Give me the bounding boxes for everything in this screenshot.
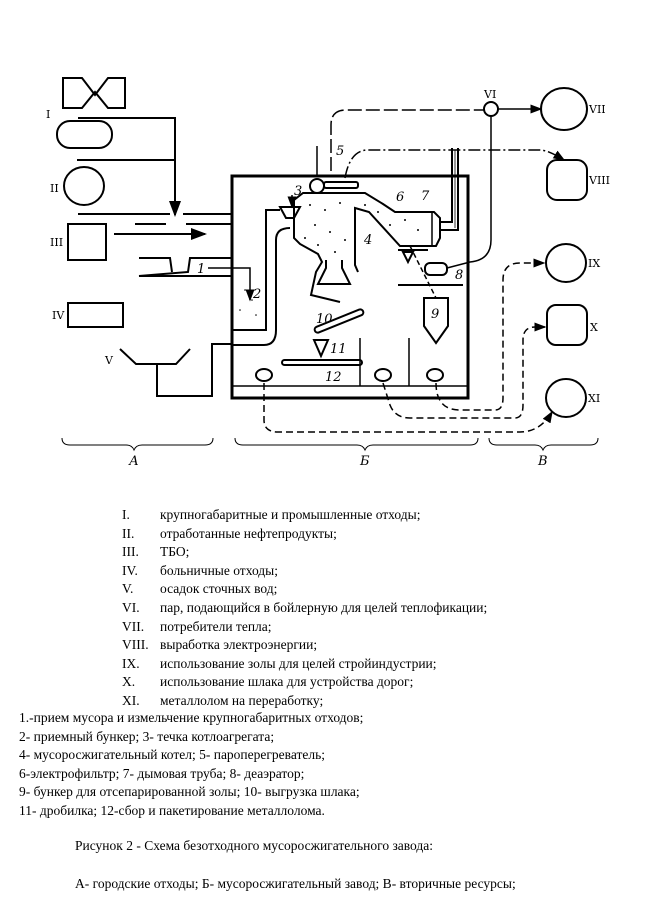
legend-item: V.осадок сточных вод; [122,581,278,597]
output-vii-shape [540,87,588,131]
legend-line: 6-электрофильтр; 7- дымовая труба; 8- де… [19,765,305,781]
legend-line: 4- мусоросжигательный котел; 5- паропере… [19,747,326,763]
legend-item: VII.потребители тепла; [122,618,272,634]
legend-arabic-list: 1.-прием мусора и измельчение крупногаба… [19,709,363,821]
source-ii-shape [63,166,105,206]
group-label-b: Б [359,454,370,469]
legend-item: IX.использование золы для целей стройинд… [122,655,437,671]
plant-diagram: I II III IV V VI VII VIII IX X XI 1 2 3 … [46,77,610,469]
legend-line: 1.-прием мусора и измельчение крупногаба… [19,710,364,725]
steam-node-vi [483,101,499,117]
label-4: 4 [363,233,372,248]
source-truck-icon [62,77,126,109]
crusher-11 [312,339,330,359]
legend-item: VIII.выработка электроэнергии; [122,637,318,653]
legend-item: I.крупногабаритные и промышленные отходы… [122,507,421,522]
output-x-shape [546,304,588,346]
label-5: 5 [336,144,344,159]
legend-item: III.ТБО; [122,544,190,560]
magnet-separator [255,368,444,382]
label-iv: IV [52,309,65,322]
label-7: 7 [421,189,430,204]
label-12: 12 [325,370,342,385]
group-label-c: В [537,454,548,469]
stack-7 [439,148,459,231]
label-xi: XI [588,392,600,405]
legend-item: X.использование шлака для устройства дор… [122,674,414,690]
superheater-5 [309,178,325,194]
legend-item: II.отработанные нефтепродукты; [122,525,337,541]
legend-line: 9- бункер для отсепарированной золы; 10-… [19,784,360,800]
output-viii-shape [546,159,588,201]
legend-roman-list: I.крупногабаритные и промышленные отходы… [122,506,487,711]
legend-item: VI.пар, подающийся в бойлерную для целей… [122,599,488,615]
label-vii: VII [588,103,606,116]
receiver-1 [138,257,233,277]
legend-item: XI.металлолом на переработку; [122,692,324,708]
chute-3 [278,206,302,219]
label-8: 8 [455,268,463,283]
ash-bunker-9 [423,297,449,345]
source-iii-shape [67,223,107,261]
slag-conveyor-10 [313,308,365,334]
legend-item: IV.больничные отходы; [122,562,278,578]
label-1: 1 [197,262,205,277]
brace-c [488,437,599,452]
label-i: I [46,108,50,121]
label-ix: IX [588,257,600,270]
source-iv-shape [67,302,124,328]
source-i-shape [56,120,113,149]
label-11: 11 [330,342,347,357]
label-iii: III [50,236,63,249]
label-viii: VIII [588,174,610,187]
label-ii: II [50,182,59,195]
group-label-a: А [128,454,139,469]
deaerator-8 [424,262,448,276]
legend-line: 11- дробилка; 12-сбор и пакетирование ме… [19,802,325,818]
output-ix-shape [545,243,587,283]
label-x: X [590,321,598,334]
label-vi: VI [483,88,496,101]
label-9: 9 [431,307,439,322]
groups-legend: А- городские отходы; Б- мусоросжигательн… [75,876,516,891]
ash-particles [239,202,419,316]
label-10: 10 [316,312,333,327]
legend-line: 2- приемный бункер; 3- течка котлоагрега… [19,728,275,744]
label-2: 2 [252,287,261,302]
label-3: 3 [294,184,302,199]
brace-b [234,437,479,452]
figure-caption: Рисунок 2 - Схема безотходного мусоросжи… [75,838,434,853]
label-v: V [104,354,114,367]
output-xi-shape [545,378,587,418]
label-6: 6 [396,190,404,205]
brace-a [61,437,214,452]
source-v-hopper [119,348,191,365]
